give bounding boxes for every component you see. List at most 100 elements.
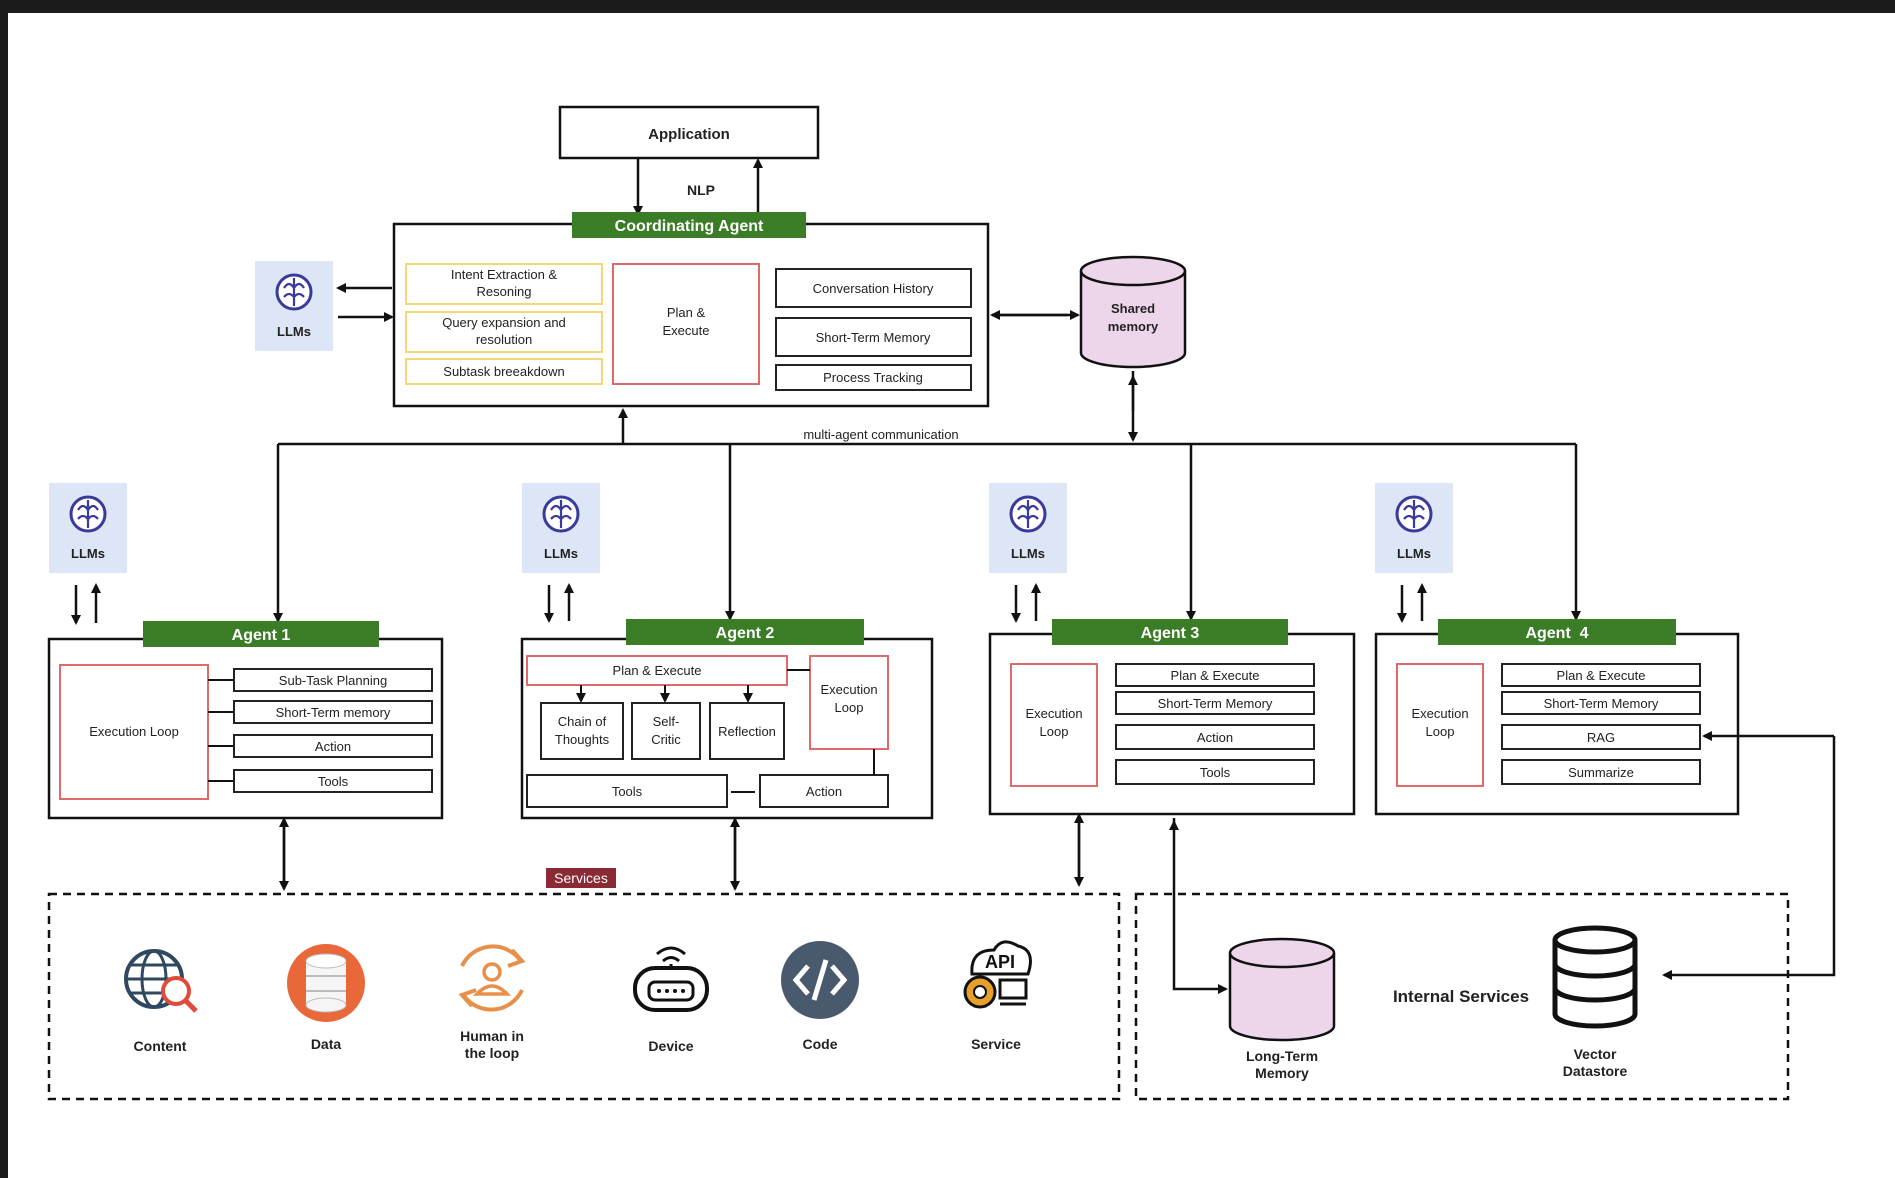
agent1-item-label: Tools — [318, 774, 349, 789]
agent3-item-label: Tools — [1200, 765, 1231, 780]
chain-of-thoughts-box — [540, 702, 624, 760]
agent4-title: Agent 4 — [1525, 625, 1588, 642]
api-gear-icon: API — [963, 940, 1032, 1009]
internal-services-label: Internal Services — [1393, 987, 1529, 1006]
agent4-item-label: RAG — [1587, 730, 1615, 745]
coordinating-agent-title: Coordinating Agent — [615, 218, 764, 235]
service-label: Content — [134, 1038, 187, 1054]
reflection-box — [709, 702, 785, 760]
agent2-header — [626, 619, 864, 645]
code-icon — [781, 941, 859, 1019]
agent2-tools-box — [526, 774, 728, 808]
brain-icon — [69, 495, 107, 533]
agent1-item-label: Action — [315, 739, 351, 754]
globe-search-icon — [124, 949, 198, 1013]
architecture-diagram: Application NLP Coordinating Agent Inten… — [8, 13, 1895, 1178]
intent-extraction-box — [405, 263, 603, 305]
brain-icon — [275, 273, 313, 311]
brain-icon — [1395, 495, 1433, 533]
services-label: Services — [554, 870, 608, 886]
process-tracking-box — [775, 364, 972, 391]
agent4-item-box — [1501, 663, 1701, 687]
agent2-execution-loop-box — [809, 655, 889, 750]
reflection-label: Reflection — [718, 724, 776, 739]
svg-text:API: API — [985, 952, 1015, 972]
database-icon — [287, 944, 365, 1022]
process-tracking-label: Process Tracking — [823, 370, 923, 385]
agent1-item-box — [233, 734, 433, 758]
coordinating-llms-label: LLMs — [277, 324, 311, 339]
agent1-execution-loop-label: Execution Loop — [89, 724, 179, 739]
agent3-item-box — [1115, 691, 1315, 715]
shared-memory-cylinder — [1079, 255, 1187, 369]
agent2-tools-label: Tools — [612, 784, 643, 799]
agent1-llms-label: LLMs — [71, 546, 105, 561]
agent3-llms-label: LLMs — [1011, 546, 1045, 561]
intent-extraction-label: Intent Extraction &Resoning — [451, 267, 558, 299]
internal-services-container — [1134, 892, 1790, 1101]
agent4-item-box — [1501, 759, 1701, 785]
agent4-llms-label: LLMs — [1397, 546, 1431, 561]
agent2-llms-label: LLMs — [544, 546, 578, 561]
service-label: Device — [648, 1038, 693, 1054]
ca-short-term-memory-label: Short-Term Memory — [816, 330, 931, 345]
agent3-header — [1052, 619, 1288, 645]
ca-short-term-memory-box — [775, 317, 972, 357]
agent2-title: Agent 2 — [716, 625, 775, 642]
application-box — [558, 105, 820, 160]
agent2-action-label: Action — [806, 784, 842, 799]
agent3-item-label: Plan & Execute — [1171, 668, 1260, 683]
agent1-item-label: Short-Term memory — [276, 705, 391, 720]
services-tag — [546, 868, 616, 888]
agent4-item-label: Summarize — [1568, 765, 1634, 780]
conversation-history-label: Conversation History — [813, 281, 934, 296]
agent3-item-box — [1115, 724, 1315, 750]
human-loop-icon — [458, 944, 526, 1012]
agent4-item-label: Short-Term Memory — [1544, 696, 1659, 711]
ca-plan-execute-label: Plan &Execute — [663, 305, 710, 338]
service-label: Service — [971, 1036, 1021, 1052]
agent1-title: Agent 1 — [232, 627, 291, 644]
self-critic-box — [631, 702, 701, 760]
agent4-execution-loop-box — [1396, 663, 1484, 787]
subtask-breakdown-label: Subtask breeakdown — [443, 364, 564, 379]
agent1-header — [143, 621, 379, 647]
agent3-execution-loop-box — [1010, 663, 1098, 787]
services-container — [47, 892, 1121, 1101]
agent3-item-box — [1115, 759, 1315, 785]
agent2-action-box — [759, 774, 889, 808]
long-term-memory-cylinder — [1228, 937, 1336, 1042]
agent1-item-label: Sub-Task Planning — [279, 673, 387, 688]
service-label: Data — [311, 1036, 342, 1052]
agent1-item-box — [233, 769, 433, 793]
coordinating-agent-header — [572, 212, 806, 238]
agent3-item-label: Short-Term Memory — [1158, 696, 1273, 711]
agent2-plan-execute-label: Plan & Execute — [613, 663, 702, 678]
application-label: Application — [648, 126, 730, 143]
agent4-item-box — [1501, 724, 1701, 750]
agent1-item-box — [233, 668, 433, 692]
conversation-history-box — [775, 268, 972, 308]
brain-icon — [542, 495, 580, 533]
service-label: Code — [803, 1036, 838, 1052]
self-critic-label: Self-Critic — [651, 714, 681, 747]
agent3-item-box — [1115, 663, 1315, 687]
multi-agent-communication-label: multi-agent communication — [803, 427, 958, 442]
agent4-item-label: Plan & Execute — [1557, 668, 1646, 683]
agent4-item-box — [1501, 691, 1701, 715]
nlp-label: NLP — [687, 182, 715, 198]
ca-plan-execute-box — [612, 263, 760, 385]
query-expansion-box — [405, 311, 603, 353]
brain-icon — [1009, 495, 1047, 533]
agent1-item-box — [233, 700, 433, 724]
agent1-execution-loop-box — [59, 664, 209, 800]
device-icon — [633, 946, 709, 1012]
agent3-title: Agent 3 — [1141, 625, 1200, 642]
